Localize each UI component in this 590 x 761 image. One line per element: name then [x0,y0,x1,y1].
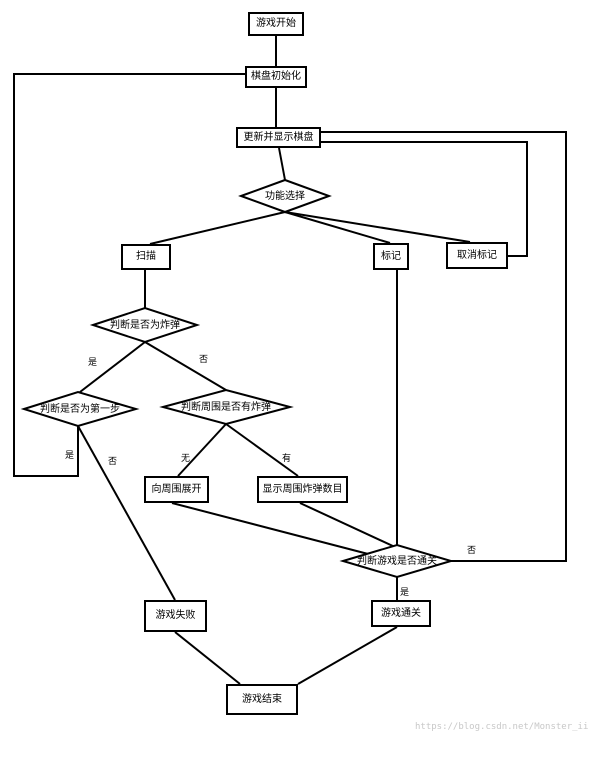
diamond-is-first-step [20,390,140,428]
edge-show-clear [299,502,396,548]
edge-pass-end [297,626,398,685]
node-show-bomb-count: 显示周围炸弹数目 [257,476,348,503]
edge-select-unmark [284,211,471,243]
edge-first-loop [13,73,245,477]
edge-around-expand [177,423,227,477]
label-has-bomb-around: 判断周围是否有炸弹 [181,402,271,413]
edge-label-first-no: 否 [108,457,118,467]
node-board-init: 棋盘初始化 [245,66,307,88]
edge-select-scan [149,211,286,245]
watermark: https://blog.csdn.net/Monster_ii [415,722,589,732]
node-update-board: 更新并显示棋盘 [236,127,321,148]
edge-isbomb-first [79,341,146,393]
edge-unmark-loop [321,141,528,257]
edge-isbomb-around [144,341,227,391]
edge-label-around-none: 无 [181,454,191,464]
node-game-start: 游戏开始 [248,12,304,36]
edge-clear-loop [321,131,567,562]
node-unmark: 取消标记 [446,242,508,269]
diamond-func-select [238,178,332,214]
edge-first-fail [77,425,176,601]
node-expand-around: 向周围展开 [144,476,209,503]
label-is-first-step: 判断是否为第一步 [40,404,120,415]
edge-label-bomb-no: 否 [199,355,209,365]
edge-expand-clear [171,502,373,556]
node-scan: 扫描 [121,244,171,270]
edge-fail-end [174,631,241,685]
label-is-clear: 判断游戏是否通关 [357,556,437,567]
node-game-clear: 游戏通关 [371,600,431,627]
edge-label-first-yes: 是 [65,451,75,461]
edge-update-select [278,147,286,181]
edge-select-mark [284,211,391,244]
edge-label-clear-no: 否 [467,546,477,556]
edge-label-clear-yes: 是 [400,588,410,598]
edge-around-show [225,423,299,477]
edge-label-around-has: 有 [282,454,292,464]
diamond-is-clear [339,543,455,579]
label-func-select: 功能选择 [265,191,305,202]
node-mark: 标记 [373,243,409,270]
diamond-is-bomb [89,306,201,344]
diamond-has-bomb-around [159,388,294,426]
node-game-end: 游戏结束 [226,684,298,715]
node-game-fail: 游戏失败 [144,600,207,632]
edge-label-bomb-yes: 是 [88,358,98,368]
label-is-bomb: 判断是否为炸弹 [110,320,180,331]
